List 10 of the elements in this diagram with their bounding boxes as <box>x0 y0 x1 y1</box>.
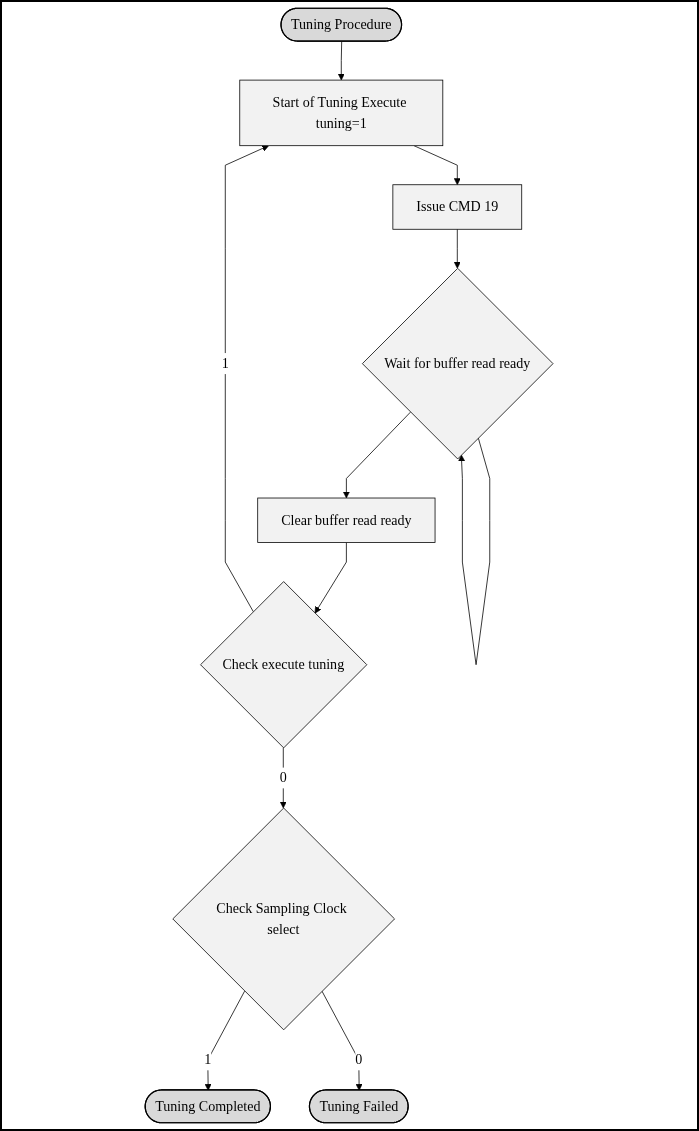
edge-label: 0 <box>280 769 288 786</box>
edge-label: 1 <box>222 355 230 372</box>
node-box: Issue CMD 19 <box>392 184 523 230</box>
edge-label: 1 <box>204 1051 212 1068</box>
node-diamond: Check execute tuning <box>200 581 368 749</box>
node-box: Clear buffer read ready <box>257 497 436 543</box>
edge-label: 0 <box>355 1051 363 1068</box>
node-box: Start of Tuning Execute tuning=1 <box>239 79 444 147</box>
node-diamond: Wait for buffer read ready <box>362 267 554 460</box>
node-diamond: Check Sampling Clock select <box>172 807 396 1031</box>
